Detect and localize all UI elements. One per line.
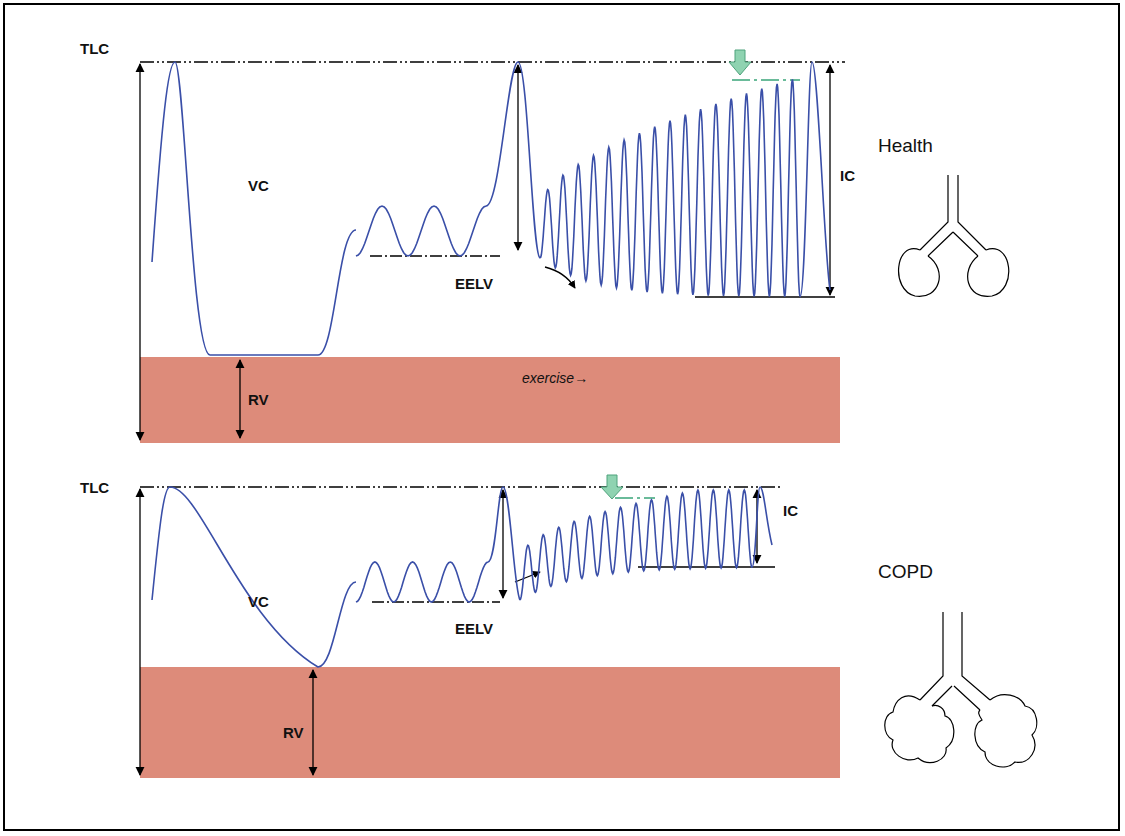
eelv-line bbox=[370, 255, 500, 256]
rv-band bbox=[140, 667, 840, 778]
volume-trace bbox=[152, 487, 356, 667]
volume-trace bbox=[540, 79, 800, 296]
axis-label: RV bbox=[248, 392, 269, 407]
volume-trace bbox=[520, 490, 752, 600]
frame bbox=[4, 4, 1119, 830]
healthy-lung bbox=[928, 232, 978, 256]
copd-lung bbox=[975, 695, 1037, 767]
axis-label: VC bbox=[248, 178, 269, 193]
axis-label: EELV bbox=[455, 276, 493, 291]
copd-lung bbox=[885, 696, 954, 763]
axis-label: IC bbox=[840, 168, 855, 183]
tlc-arrow bbox=[139, 64, 140, 440]
axis-label: Health bbox=[878, 136, 933, 155]
volume-trace bbox=[152, 62, 356, 355]
axis-label: RV bbox=[283, 725, 304, 740]
axis-label: VC bbox=[248, 594, 269, 609]
healthy-lung bbox=[968, 249, 1009, 297]
eelv-line bbox=[372, 601, 500, 602]
rv-band bbox=[140, 357, 840, 443]
volume-trace bbox=[800, 62, 830, 297]
rv-arrow bbox=[312, 670, 313, 775]
volume-trace bbox=[488, 487, 520, 600]
volume-trace bbox=[356, 206, 486, 256]
healthy-lung bbox=[920, 175, 986, 250]
green-arrow bbox=[729, 50, 751, 75]
green-arrow bbox=[601, 475, 623, 499]
axis-label: IC bbox=[783, 503, 798, 518]
healthy-lung bbox=[899, 249, 940, 297]
eelv-line bbox=[695, 296, 835, 298]
tlc-arrow bbox=[139, 489, 140, 775]
tlc-line bbox=[140, 486, 780, 487]
ic-arrow bbox=[502, 490, 503, 598]
rv-arrow bbox=[239, 360, 240, 438]
ic-arrow bbox=[517, 65, 518, 250]
axis-label: TLC bbox=[80, 41, 109, 56]
axis-label: exercise→ bbox=[522, 371, 588, 385]
axis-label: EELV bbox=[455, 621, 493, 636]
peak-line bbox=[615, 497, 655, 499]
ic-arrow bbox=[829, 65, 830, 295]
peak-line bbox=[732, 79, 800, 81]
volume-trace bbox=[486, 62, 540, 258]
axis-label: COPD bbox=[878, 562, 933, 581]
volume-trace bbox=[356, 562, 488, 602]
axis-label: TLC bbox=[80, 480, 109, 495]
shift-arrow bbox=[515, 572, 540, 582]
volume-trace bbox=[752, 487, 772, 567]
